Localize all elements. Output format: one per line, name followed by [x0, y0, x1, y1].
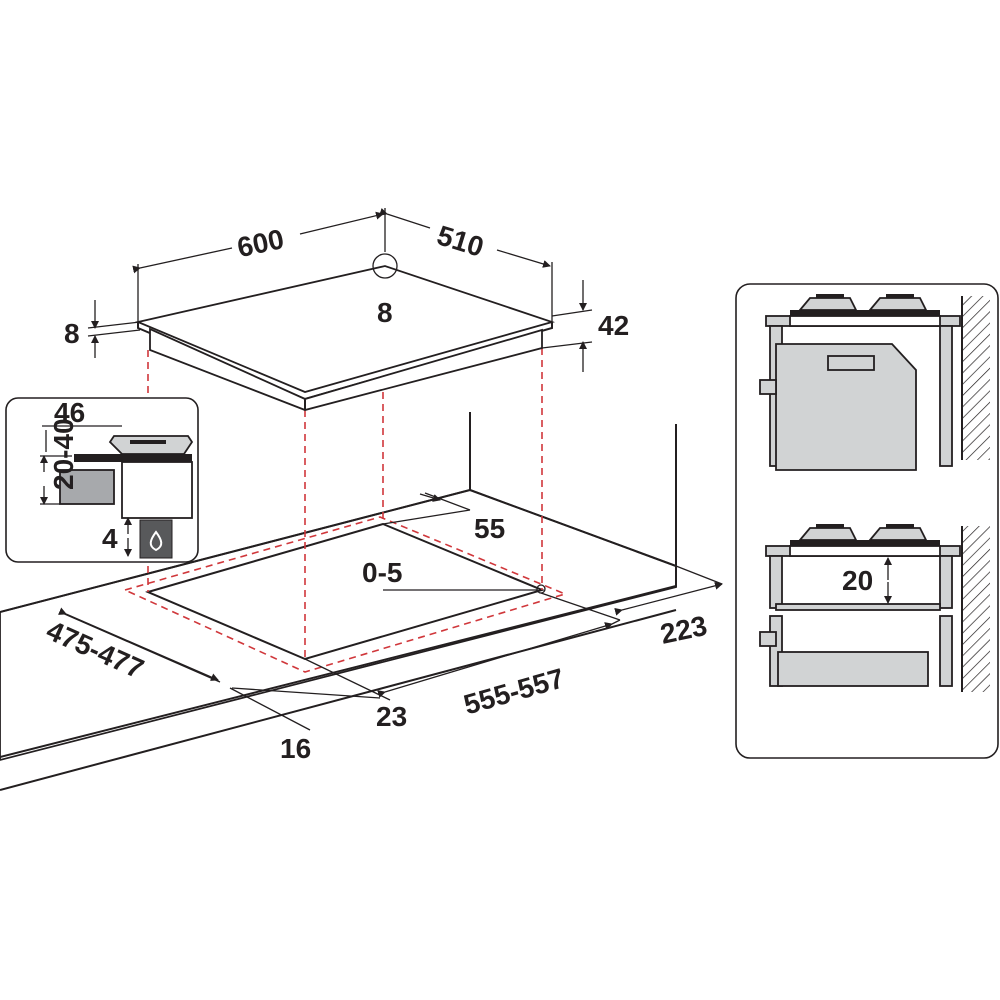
detail-dim-4: 4	[102, 523, 118, 554]
dim-offset-23: 23	[376, 701, 407, 732]
hob	[135, 253, 556, 411]
dim-gap-0-5: 0-5	[362, 557, 402, 588]
detail-dim-46: 46	[54, 397, 85, 428]
dim-depth-510: 510	[434, 219, 488, 262]
dim-width-600: 600	[234, 223, 286, 263]
right-detail-panel	[735, 283, 999, 759]
dim-side-223: 223	[658, 610, 710, 650]
dim-thickness-8: 8	[64, 318, 80, 349]
dim-height-42: 42	[598, 310, 629, 341]
left-detail-panel	[5, 397, 199, 563]
dim-cutout-width: 555-557	[460, 662, 567, 720]
gas-flame-icon	[149, 530, 163, 552]
dim-radius-8: 8	[377, 297, 393, 328]
dim-cutout-edge-55: 55	[474, 513, 505, 544]
detail-dim-20: 20	[842, 565, 873, 596]
detail-dim-20-40: 20-40	[48, 418, 79, 490]
hob-dimension-lines	[87, 208, 593, 372]
corner-radius-marker	[372, 253, 398, 279]
dim-offset-16: 16	[280, 733, 311, 764]
cutout-dimension-lines	[57, 492, 723, 731]
